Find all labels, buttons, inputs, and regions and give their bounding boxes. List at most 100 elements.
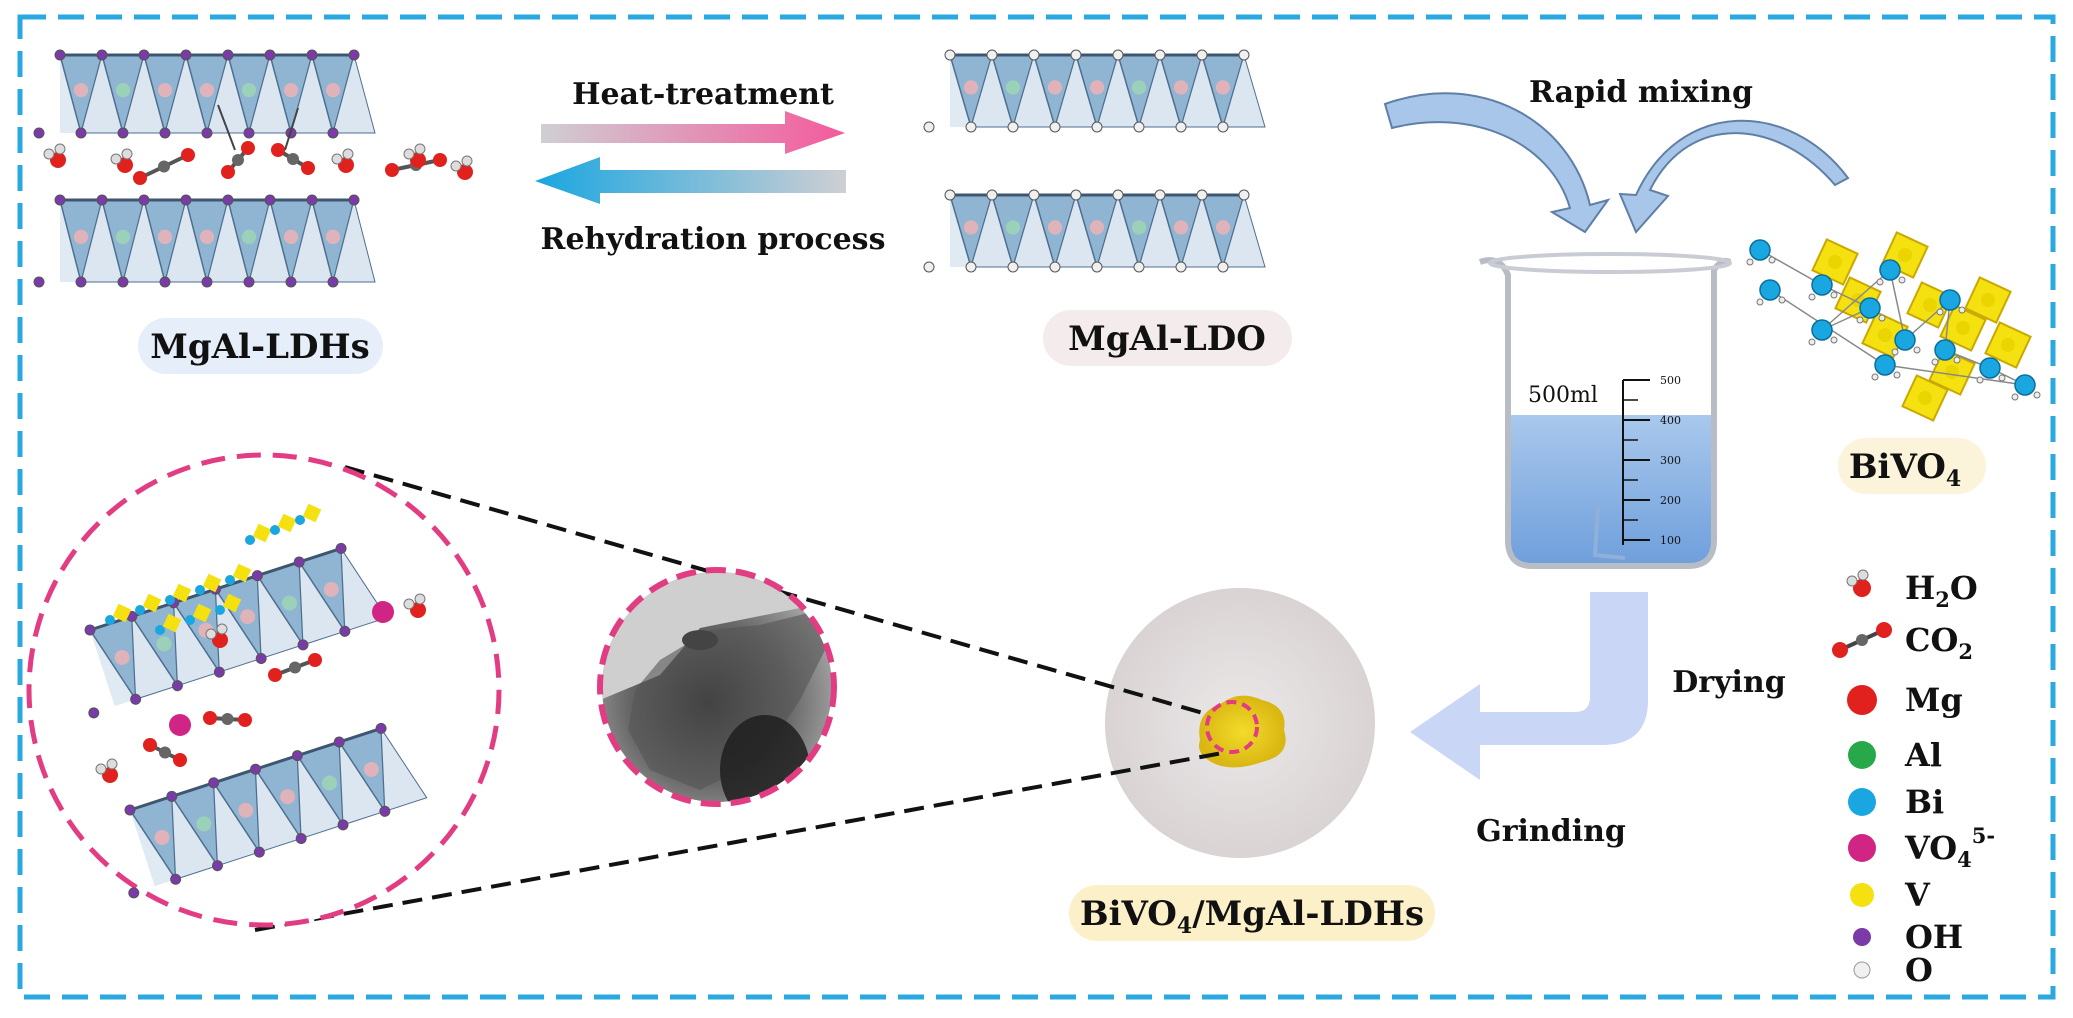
drying-label: Drying (1672, 665, 1785, 700)
zoom-sheet-bottom (124, 722, 428, 899)
water-molecule (43, 143, 66, 168)
composite-pill (1069, 885, 1435, 941)
bi-atom (1859, 297, 1881, 319)
zoom-bi-atom (135, 605, 145, 615)
beaker-tick-label: 300 (1660, 454, 1681, 467)
zoom-co2 (143, 738, 187, 767)
zoom-bi-atom (270, 525, 280, 535)
zoom-line-bottom (254, 750, 1229, 932)
mixing-arrow-left (1383, 92, 1611, 234)
zoom-bi-atom (215, 605, 225, 615)
zoom-bi-atom (295, 515, 305, 525)
legend-label: Mg (1905, 681, 1963, 719)
zoom-co2 (203, 711, 252, 727)
bi-atom (2014, 374, 2036, 396)
zoom-v-unit (302, 503, 322, 523)
co2-molecule (133, 148, 195, 185)
beaker-scale: 500 400 300 200 100 (1622, 374, 1681, 547)
beaker: 500 400 300 200 100 500ml (1479, 252, 1732, 569)
zoom-bi-atom (165, 595, 175, 605)
water-molecule (331, 148, 354, 173)
zoom-water (95, 758, 118, 783)
legend-label: H2O (1905, 569, 1978, 612)
beaker-tick-label: 200 (1660, 494, 1681, 507)
rapid-mixing-label: Rapid mixing (1529, 75, 1753, 110)
legend-label: VO45- (1904, 823, 1995, 872)
bi-atom (1811, 319, 1833, 341)
zoom-water (403, 593, 426, 618)
interlayer-molecules (43, 104, 473, 185)
bi-atom (1879, 259, 1901, 281)
zoom-v-unit (252, 523, 272, 543)
bivo4-label: BiVO4 (1849, 447, 1961, 492)
composite-label: BiVO4/MgAl-LDHs (1080, 894, 1424, 939)
drying-grinding-arrow (1410, 592, 1648, 780)
zoom-v-unit (192, 603, 212, 623)
zoom-bi-atom (185, 615, 195, 625)
legend-label: CO2 (1905, 621, 1973, 664)
zoom-bi-atom (245, 535, 255, 545)
beaker-tick-label: 500 (1660, 374, 1681, 387)
ldo-pill (1043, 310, 1292, 366)
zoom-v-unit (232, 563, 252, 583)
zoom-v-unit (172, 583, 192, 603)
bi-atom (1934, 339, 1956, 361)
tem-image (597, 567, 837, 807)
zoom-water (205, 623, 228, 648)
zoom-v-unit (162, 613, 182, 633)
beaker-tick-label: 400 (1660, 414, 1681, 427)
legend-label: OH (1905, 918, 1963, 956)
water-molecule (110, 148, 133, 173)
sample-dish (1105, 588, 1375, 858)
mixing-arrow-right (1618, 119, 1850, 234)
legend-label: Bi (1905, 783, 1944, 821)
bi-atom (1894, 329, 1916, 351)
legend-item: VO45- (1848, 823, 1995, 872)
co2-molecule (271, 143, 315, 175)
legend-item: Al (1848, 736, 1942, 774)
zoom-v-unit (112, 603, 132, 623)
zoom-v-unit (277, 513, 297, 533)
co2-molecule (221, 141, 255, 179)
bi-atom (1811, 274, 1833, 296)
water-molecule (450, 155, 473, 180)
bi-atom (1749, 239, 1771, 261)
ldh-sheet-top (33, 49, 376, 139)
zoom-v-unit (202, 573, 222, 593)
zoom-co2 (268, 653, 322, 682)
ldh-label: MgAl-LDHs (150, 327, 369, 367)
zoom-bi-atom (195, 585, 205, 595)
zoom-v-unit (222, 593, 242, 613)
bi-atom (1979, 357, 2001, 379)
zoom-vo4-ion (372, 601, 394, 623)
rehydration-label: Rehydration process (541, 222, 886, 257)
bi-atom (1939, 289, 1961, 311)
bi-atom (1759, 279, 1781, 301)
ldo-sheet-top (923, 49, 1266, 133)
outer-frame (17, 14, 2056, 1000)
beaker-tick-label: 100 (1660, 534, 1681, 547)
beaker-volume-label: 500ml (1528, 383, 1598, 408)
bivo4-pill (1838, 438, 1986, 494)
legend-label: V (1904, 876, 1931, 914)
ldh-sheets (33, 49, 1266, 288)
legend-item: V (1850, 876, 1931, 914)
grinding-label: Grinding (1476, 814, 1626, 849)
zoom-bi-atom (105, 615, 115, 625)
legend-item: Bi (1848, 783, 1944, 821)
ldo-label: MgAl-LDO (1068, 319, 1266, 359)
zoom-bi-atom (225, 575, 235, 585)
zoom-sheet-top (84, 542, 388, 719)
water-molecule (403, 143, 426, 168)
legend-item: CO2 (1832, 621, 1973, 664)
legend-item: O (1853, 951, 1933, 989)
legend-item: Mg (1847, 681, 1963, 719)
legend-label: O (1905, 951, 1933, 989)
heat-treatment-label: Heat-treatment (572, 77, 834, 112)
ldh-sheet-bottom (33, 194, 376, 288)
zoom-bi-atom (155, 625, 165, 635)
legend-item: OH (1853, 918, 1963, 956)
ldo-sheet-bottom (923, 189, 1266, 273)
